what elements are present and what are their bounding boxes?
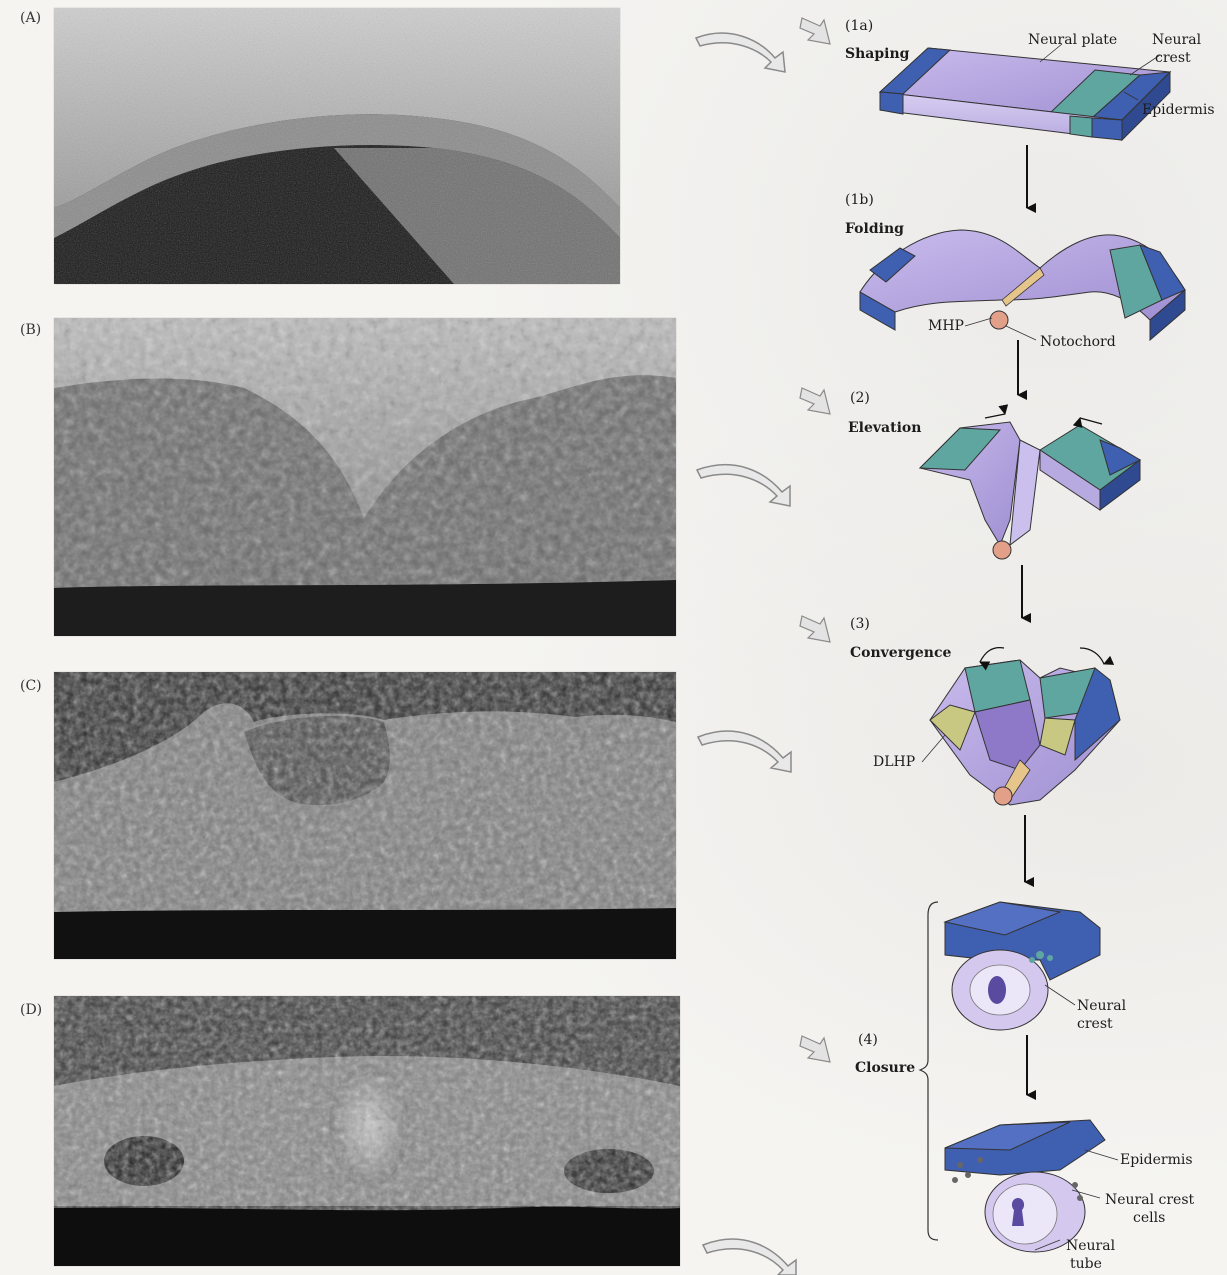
stage-4-number: (4) bbox=[858, 1032, 878, 1048]
label-notochord: Notochord bbox=[1040, 334, 1116, 350]
micrograph-c bbox=[54, 672, 676, 959]
stage-3-name: Convergence bbox=[850, 645, 951, 661]
label-dlhp: DLHP bbox=[873, 754, 915, 770]
panel-letter-a: (A) bbox=[20, 10, 41, 26]
micrograph-b bbox=[54, 318, 676, 636]
label-epidermis-top: Epidermis bbox=[1142, 102, 1215, 118]
stage-4-name: Closure bbox=[855, 1060, 915, 1076]
label-neural-tube-line2: tube bbox=[1070, 1256, 1102, 1272]
micrograph-a bbox=[54, 8, 620, 284]
stage-1a-number: (1a) bbox=[845, 18, 873, 34]
stage-3-number: (3) bbox=[850, 616, 870, 632]
label-neural-crest-cells-line1: Neural crest bbox=[1105, 1192, 1194, 1208]
label-neural-crest-cells-line2: cells bbox=[1133, 1210, 1165, 1226]
label-neural-crest-top-line1: Neural bbox=[1152, 32, 1201, 48]
panel-letter-b: (B) bbox=[20, 322, 41, 338]
label-neural-crest-mid-line2: crest bbox=[1077, 1016, 1113, 1032]
stage-2-number: (2) bbox=[850, 390, 870, 406]
stage-1b-number: (1b) bbox=[845, 192, 874, 208]
stage-1a-name: Shaping bbox=[845, 46, 909, 62]
label-neural-crest-top-line2: crest bbox=[1155, 50, 1191, 66]
micrograph-d bbox=[54, 996, 680, 1266]
label-neural-tube-line1: Neural bbox=[1066, 1238, 1115, 1254]
label-neural-plate: Neural plate bbox=[1028, 32, 1117, 48]
panel-letter-d: (D) bbox=[20, 1002, 42, 1018]
label-neural-crest-mid-line1: Neural bbox=[1077, 998, 1126, 1014]
stage-1b-name: Folding bbox=[845, 221, 904, 237]
label-epidermis-bottom: Epidermis bbox=[1120, 1152, 1193, 1168]
panel-letter-c: (C) bbox=[20, 678, 42, 694]
label-mhp: MHP bbox=[928, 318, 964, 334]
stage-2-name: Elevation bbox=[848, 420, 921, 436]
